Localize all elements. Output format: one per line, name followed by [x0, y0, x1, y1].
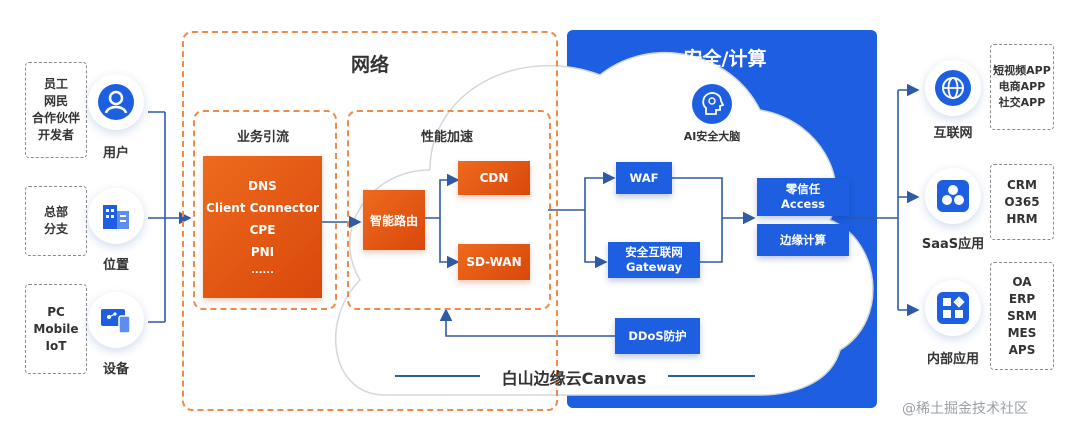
canvas-label: 白山边缘云Canvas	[501, 369, 647, 388]
saas-app-item: HRM	[1006, 211, 1038, 226]
edge-compute-box: 边缘计算	[757, 224, 849, 256]
waf-box: WAF	[616, 162, 672, 194]
cdn-box: CDN	[458, 161, 530, 195]
traffic-item-cpe: CPE	[249, 223, 276, 237]
internal-app-item: ERP	[1008, 291, 1036, 306]
saas-label: SaaS应用	[921, 237, 985, 252]
internet-app-item: 电商APP	[998, 80, 1046, 93]
gateway-line-2: Gateway	[625, 260, 683, 274]
internal-app-item: APS	[1008, 342, 1036, 357]
traffic-frame	[193, 110, 337, 310]
internet-apps-box: 短视频APP 电商APP 社交APP	[990, 44, 1054, 130]
zero-trust-line-2: Access	[780, 197, 826, 211]
acceleration-title: 性能加速	[420, 130, 473, 145]
device-item: Mobile	[33, 321, 79, 336]
zero-trust-line-1: 零信任	[785, 182, 821, 196]
acceleration-frame	[347, 110, 551, 310]
saas-app-item: O365	[1004, 194, 1040, 209]
traffic-item-more: ......	[251, 265, 274, 276]
device-item: IoT	[45, 338, 67, 353]
network-frame	[182, 31, 558, 411]
gateway-box: 安全互联网 Gateway	[608, 242, 700, 278]
zero-trust-box: 零信任 Access	[757, 178, 849, 216]
traffic-title: 业务引流	[236, 130, 289, 145]
traffic-box: DNS Client Connector CPE PNI ......	[203, 156, 322, 298]
location-types-box: 总部 分支	[25, 186, 87, 256]
internal-apps-label: 内部应用	[926, 352, 979, 367]
ai-head-icon	[692, 84, 732, 124]
device-label: 设备	[102, 362, 129, 377]
globe-icon	[925, 60, 981, 116]
location-item: 分支	[43, 222, 68, 236]
user-type-item: 员工	[43, 77, 68, 91]
devices-icon	[88, 292, 144, 348]
traffic-item-pni: PNI	[250, 245, 275, 259]
security-title: 安全/计算	[683, 48, 767, 70]
device-item: PC	[47, 304, 65, 319]
user-type-item: 网民	[43, 94, 68, 108]
internet-app-item: 社交APP	[998, 96, 1046, 109]
location-label: 位置	[102, 258, 129, 273]
user-type-item: 合作伙伴	[31, 111, 80, 125]
sdwan-box: SD-WAN	[458, 244, 530, 280]
gateway-line-1: 安全互联网	[625, 245, 683, 259]
internal-apps-box: OA ERP SRM MES APS	[990, 262, 1054, 370]
internal-app-item: MES	[1007, 325, 1037, 340]
saas-icon	[925, 168, 981, 224]
saas-app-item: CRM	[1007, 177, 1037, 192]
location-item: 总部	[43, 205, 68, 219]
internet-label: 互联网	[933, 126, 973, 141]
saas-apps-box: CRM O365 HRM	[990, 164, 1054, 240]
internet-app-item: 短视频APP	[993, 64, 1051, 77]
traffic-item-dns: DNS	[248, 179, 277, 193]
internal-app-item: OA	[1012, 274, 1032, 289]
network-title: 网络	[350, 54, 389, 76]
device-types-box: PC Mobile IoT	[25, 284, 87, 374]
apps-grid-icon	[925, 280, 981, 336]
user-type-item: 开发者	[37, 128, 74, 142]
watermark: @稀土掘金技术社区	[902, 401, 1028, 417]
traffic-item-client-connector: Client Connector	[206, 201, 319, 215]
user-icon	[88, 74, 144, 130]
ai-brain-label: AI安全大脑	[683, 130, 741, 143]
ddos-box: DDoS防护	[615, 318, 700, 354]
user-label: 用户	[102, 146, 129, 161]
building-icon	[88, 188, 144, 244]
user-types-box: 员工 网民 合作伙伴 开发者	[25, 62, 87, 158]
internal-app-item: SRM	[1007, 308, 1037, 323]
smart-routing-box: 智能路由	[363, 190, 425, 250]
